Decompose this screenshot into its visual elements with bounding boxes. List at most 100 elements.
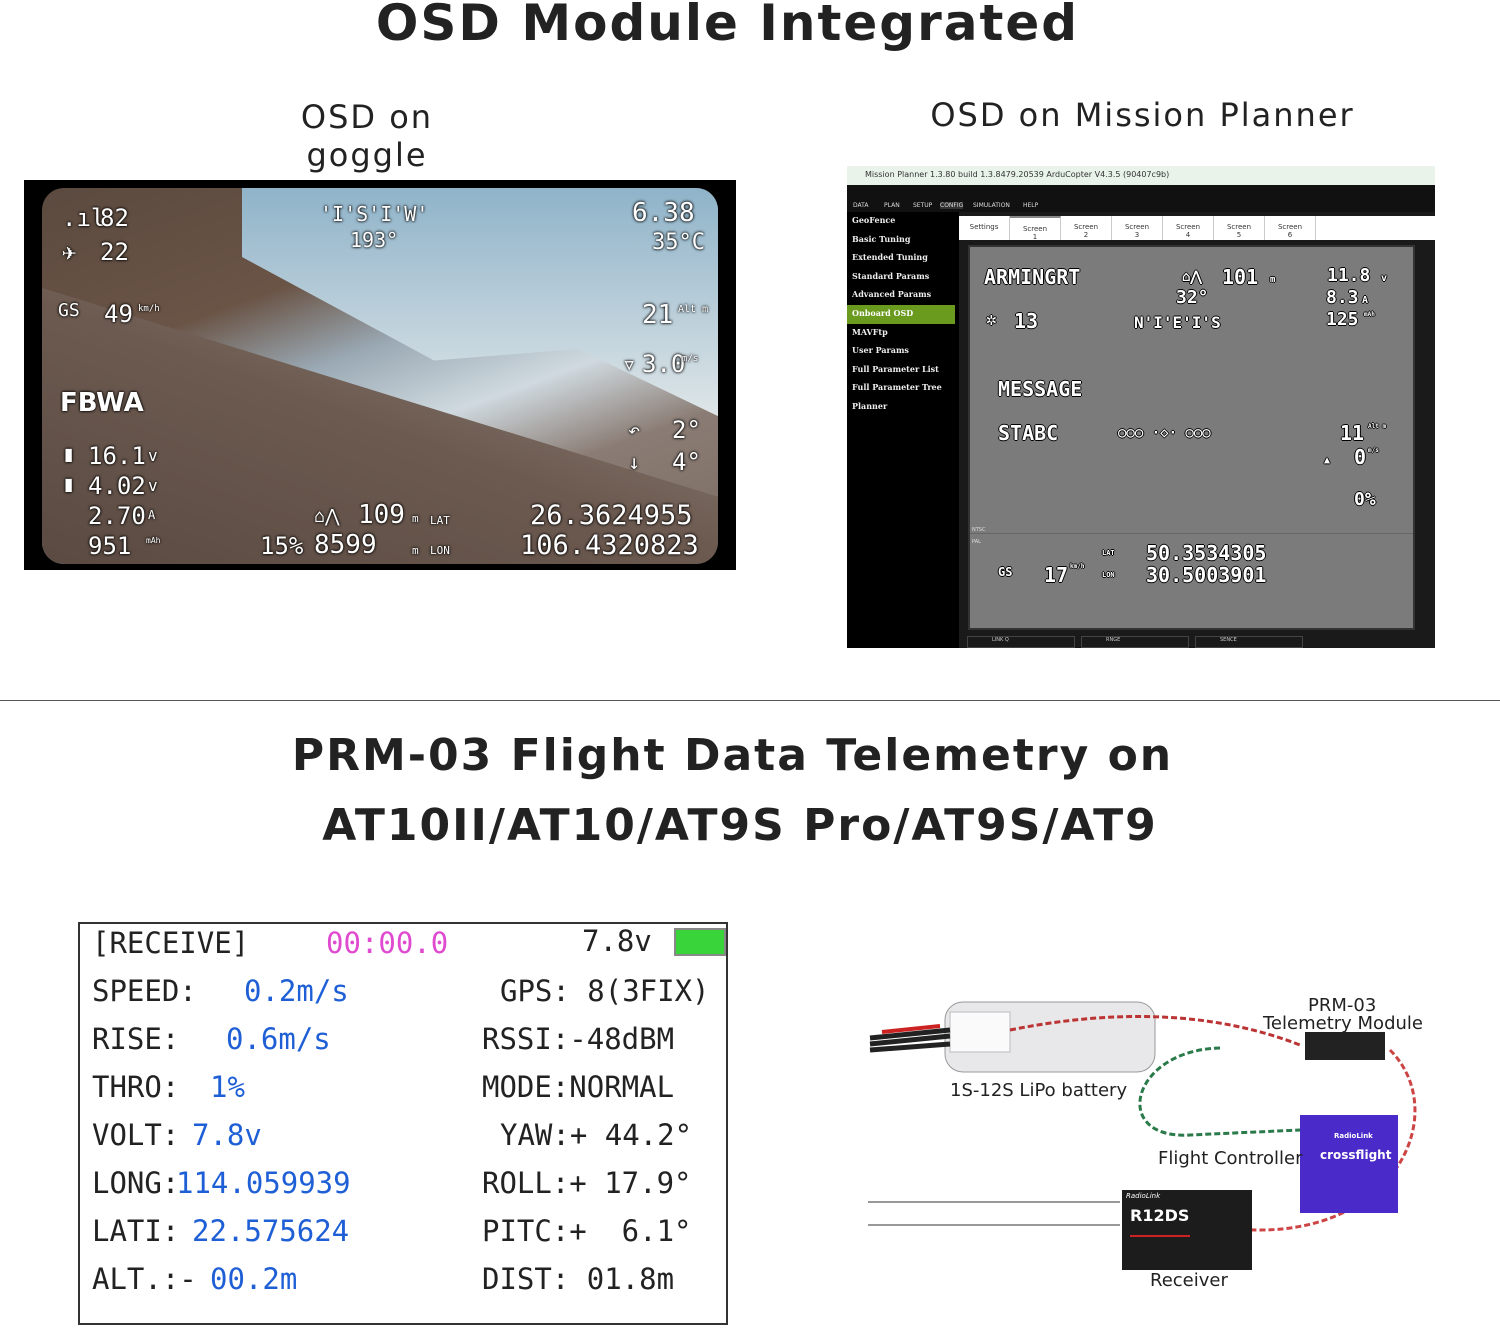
compass-tape: 'I'S'I'W' bbox=[320, 202, 429, 226]
unit: A bbox=[148, 508, 156, 522]
osd-sats[interactable]: 13 bbox=[1014, 309, 1039, 333]
roll-value: 2° bbox=[672, 416, 701, 444]
osd-current[interactable]: 8.3 bbox=[1326, 287, 1359, 308]
goggle-osd-view: .ıl 82 ✈ 22 'I'S'I'W' 193° 6.38 35°C GS … bbox=[24, 180, 736, 570]
sidebar-item-user-params[interactable]: User Params bbox=[852, 345, 909, 356]
trip-distance: 8599 bbox=[314, 530, 377, 560]
sidebar-item-full-parameter-tree[interactable]: Full Parameter Tree bbox=[852, 382, 942, 393]
tab-screen-3[interactable]: Screen 3 bbox=[1112, 216, 1163, 240]
osd-horizon[interactable]: ○○○ ·◇· ○○○ bbox=[1118, 425, 1211, 441]
osd-longitude[interactable]: 30.5003901 bbox=[1146, 563, 1267, 587]
sidebar-item-geofence[interactable]: GeoFence bbox=[852, 215, 896, 225]
wiring-illustration bbox=[868, 1001, 1417, 1270]
tab-screen-4[interactable]: Screen 4 bbox=[1163, 216, 1214, 240]
sidebar-item-full-parameter-list[interactable]: Full Parameter List bbox=[852, 363, 939, 374]
checkbox-link-q[interactable]: LINK Q bbox=[967, 636, 1075, 648]
pitch-icon: ↓ bbox=[628, 450, 641, 474]
module-label-2: Telemetry Module bbox=[1263, 1013, 1423, 1034]
osd-message[interactable]: MESSAGE bbox=[998, 377, 1083, 401]
tab-screen-1[interactable]: Screen 1 bbox=[1010, 216, 1061, 241]
toolbar-simulation[interactable]: SIMULATION bbox=[973, 202, 1010, 209]
altitude-unit: Alt m bbox=[678, 304, 709, 315]
sidebar-item-basic-tuning[interactable]: Basic Tuning bbox=[852, 233, 911, 244]
sidebar-item-advanced-params[interactable]: Advanced Params bbox=[852, 289, 932, 300]
sidebar-item-onboard-osd[interactable]: Onboard OSD bbox=[847, 304, 955, 324]
osd-heading[interactable]: 32° bbox=[1176, 287, 1209, 308]
ntsc-label: NTSC bbox=[972, 527, 986, 533]
osd-compass[interactable]: N'I'E'I'S bbox=[1134, 313, 1221, 332]
sidebar-item-planner[interactable]: Planner bbox=[852, 400, 888, 411]
osd-preview-screen[interactable]: ARMINGRT ⌂⋀ 101 m 11.8 v 32° 8.3 A ✲ 13 … bbox=[968, 245, 1415, 630]
unit: m bbox=[1270, 275, 1276, 285]
osd-battery[interactable]: 11.8 bbox=[1327, 265, 1371, 286]
osd-value: 6.38 bbox=[632, 198, 695, 228]
toolbar-data[interactable]: DATA bbox=[853, 202, 869, 209]
fc-brand-logo: RadioLink bbox=[1334, 1132, 1373, 1140]
mission-planner-window: Mission Planner 1.3.80 build 1.3.8479.20… bbox=[847, 166, 1435, 648]
latitude-value: 26.3624955 bbox=[530, 500, 693, 531]
longitude-value: 106.4320823 bbox=[520, 530, 699, 561]
flight-mode: FBWA bbox=[60, 388, 144, 418]
checkbox-rnge[interactable]: RNGE bbox=[1081, 636, 1189, 648]
osd-arming[interactable]: ARMINGRT bbox=[984, 265, 1081, 289]
toolbar-setup[interactable]: SETUP bbox=[913, 202, 933, 209]
osd-mah[interactable]: 125 bbox=[1326, 309, 1359, 330]
toolbar-config[interactable]: CONFIG bbox=[940, 202, 964, 209]
section-title-line2: AT10II/AT10/AT9S Pro/AT9S/AT9 bbox=[322, 800, 1158, 851]
lon-label: LON bbox=[430, 544, 450, 557]
osd-vspeed[interactable]: 0 bbox=[1354, 445, 1367, 469]
battery-icon bbox=[674, 928, 726, 956]
telemetry-label: THRO: bbox=[92, 1070, 180, 1104]
telemetry-value: 22.575624 bbox=[192, 1214, 350, 1248]
tab-settings[interactable]: Settings bbox=[959, 216, 1010, 240]
checkbox-sence[interactable]: SENCE bbox=[1195, 636, 1303, 648]
osd-config-panel: Settings Screen 1 Screen 2 Screen 3 Scre… bbox=[959, 212, 1435, 648]
home-distance: 109 bbox=[358, 500, 405, 530]
sidebar-item-mavftp[interactable]: MAVFtp bbox=[852, 326, 888, 337]
current-value: 2.70 bbox=[88, 502, 146, 530]
tx-voltage: 7.8v bbox=[582, 924, 652, 958]
toolbar-help[interactable]: HELP bbox=[1023, 202, 1039, 209]
osd-throttle[interactable]: 0% bbox=[1354, 489, 1376, 510]
toolbar-plan[interactable]: PLAN bbox=[884, 202, 900, 209]
osd-latitude[interactable]: 50.3534305 bbox=[1146, 541, 1267, 565]
telemetry-right-item: DIST: 01.8m bbox=[482, 1262, 675, 1296]
unit: v bbox=[148, 476, 158, 495]
telemetry-label: ALT.:- bbox=[92, 1262, 197, 1296]
telemetry-value: 1% bbox=[210, 1070, 245, 1104]
page-title: OSD Module Integrated bbox=[375, 0, 1080, 52]
unit: m bbox=[412, 544, 419, 557]
roll-icon: ↶ bbox=[628, 418, 641, 442]
osd-altitude[interactable]: 11 bbox=[1340, 421, 1365, 445]
battery-icon: ▮ bbox=[62, 442, 76, 467]
lon-label: LON bbox=[1102, 571, 1115, 579]
rx-name: R12DS bbox=[1130, 1206, 1190, 1225]
sidebar-item-extended-tuning[interactable]: Extended Tuning bbox=[852, 252, 928, 263]
osd-speed[interactable]: 17 bbox=[1044, 563, 1069, 587]
tab-screen-5[interactable]: Screen 5 bbox=[1214, 216, 1265, 240]
lat-label: LAT bbox=[430, 514, 450, 527]
pal-label: PAL bbox=[972, 539, 981, 545]
throttle-value: 15% bbox=[260, 532, 304, 560]
osd-home-distance[interactable]: 101 bbox=[1222, 265, 1259, 289]
tab-screen-2[interactable]: Screen 2 bbox=[1061, 216, 1112, 240]
sidebar-item-standard-params[interactable]: Standard Params bbox=[852, 270, 930, 281]
cell-icon: ▮ bbox=[62, 472, 76, 497]
unit: m/s bbox=[1368, 447, 1379, 454]
vspeed-value: 3.0 bbox=[642, 350, 686, 378]
telemetry-label: SPEED: bbox=[92, 974, 197, 1008]
telemetry-value: 0.6m/s bbox=[226, 1022, 331, 1056]
osd-flight-mode[interactable]: STABC bbox=[998, 421, 1059, 445]
ground-speed-icon: GS bbox=[998, 565, 1013, 579]
telemetry-value: 114.059939 bbox=[176, 1166, 351, 1200]
vspeed-icon: ▲ bbox=[1324, 455, 1331, 466]
telemetry-label: VOLT: bbox=[92, 1118, 180, 1152]
tab-screen-6[interactable]: Screen 6 bbox=[1265, 216, 1316, 240]
telemetry-right-item: GPS: 8(3FIX) bbox=[500, 974, 710, 1008]
mah-value: 951 bbox=[88, 532, 132, 560]
receive-status: [RECEIVE] bbox=[92, 926, 250, 960]
satellite-icon: ✈ bbox=[62, 238, 77, 266]
telemetry-right-item: RSSI:-48dBM bbox=[482, 1022, 675, 1056]
satellite-icon: ✲ bbox=[986, 309, 997, 330]
